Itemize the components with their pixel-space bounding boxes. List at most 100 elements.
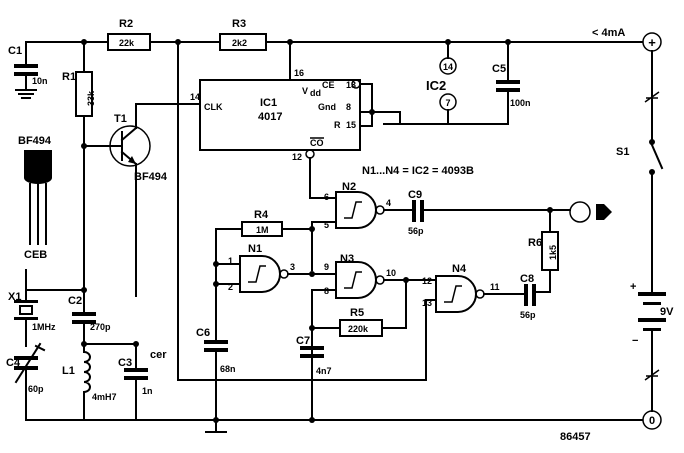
n4-pin-a: 12 (422, 276, 432, 286)
battery-voltage: 9V (660, 306, 674, 318)
n2-pin-b: 5 (324, 220, 329, 230)
ic1-pin14: 14 (190, 92, 200, 102)
battery-branch: S1 + − 9V (616, 50, 674, 412)
nand-gate-n1: N1 1 2 3 (228, 243, 295, 293)
n4-pin-b: 13 (422, 298, 432, 308)
pinout-label: BF494 (18, 135, 52, 147)
ic1-gnd-label: Gnd (318, 102, 336, 112)
ic1-co-label: CO (310, 138, 324, 148)
ic1-pin15: 15 (346, 120, 356, 130)
r4-ref: R4 (254, 209, 269, 221)
ic1-ref: IC1 (260, 97, 277, 109)
wire-break-bottom (644, 369, 660, 381)
x1-value: 1MHz (32, 322, 56, 332)
n1-pin-b: 2 (228, 282, 233, 292)
n1-ref: N1 (248, 243, 262, 255)
inductor-l1: L1 4mH7 (62, 343, 117, 421)
r2-ref: R2 (119, 18, 133, 30)
trimmer-capacitor-c4: C4 60p (6, 342, 46, 394)
c4-ref: C4 (6, 357, 21, 369)
r3-value: 2k2 (232, 38, 247, 48)
n1-pin-y: 3 (290, 262, 295, 272)
supply-plus-label: + (648, 35, 656, 50)
c8-value: 56p (520, 310, 536, 320)
pinout-pins: CEB (24, 249, 47, 261)
l1-ref: L1 (62, 365, 75, 377)
capacitor-c8: C8 56p (520, 273, 536, 320)
n3-pin-a: 9 (324, 262, 329, 272)
capacitor-c2: C2 270p (68, 289, 111, 345)
battery-minus: − (632, 335, 638, 347)
c5-value: 100n (510, 98, 531, 108)
switch-s1: S1 (616, 139, 664, 175)
capacitor-c3: C3 1n cer (118, 343, 167, 421)
transistor-pinout-drawing: BF494 CEB (18, 135, 52, 261)
capacitor-c5: C5 100n (492, 41, 531, 125)
ic1-ce-label: CE (322, 80, 335, 90)
c7-ref: C7 (296, 335, 310, 347)
c7-value: 4n7 (316, 366, 332, 376)
c3-note: cer (150, 349, 167, 361)
ic2-pin14: 14 (443, 62, 453, 72)
output-terminal (569, 201, 612, 223)
n2-ref: N2 (342, 181, 356, 193)
battery-9v: + − 9V (630, 281, 674, 347)
ic1-pin13: 13 (346, 80, 356, 90)
crystal-x1: X1 1MHz (8, 269, 56, 347)
ic2-pin7: 7 (445, 98, 450, 108)
resistor-r5: R5 220k (311, 279, 407, 337)
resistor-r3: R3 2k2 (219, 18, 267, 51)
resistor-r1: R1 33k (62, 41, 96, 291)
wire-break-top (644, 91, 660, 103)
ground-label: 0 (649, 415, 655, 427)
transistor-t1: T1 BF494 (83, 103, 201, 297)
n3-ref: N3 (340, 253, 354, 265)
n1-pin-a: 1 (228, 256, 233, 266)
r3-ref: R3 (232, 18, 246, 30)
r5-ref: R5 (350, 307, 364, 319)
ic2-ref: IC2 (426, 78, 446, 93)
c5-ref: C5 (492, 63, 506, 75)
c4-value: 60p (28, 384, 44, 394)
r4-value: 1M (256, 225, 269, 235)
c3-ref: C3 (118, 357, 132, 369)
t1-ref: T1 (114, 113, 127, 125)
resistor-r6: R6 1k5 (528, 209, 559, 293)
ic1-4017: IC1 4017 CLK V dd CE Gnd R CO 14 16 13 8… (190, 68, 361, 162)
c6-value: 68n (220, 364, 236, 374)
x1-ref: X1 (8, 291, 21, 303)
capacitor-c9: C9 56p (408, 189, 424, 236)
c9-value: 56p (408, 226, 424, 236)
n2-pin-y: 4 (386, 198, 391, 208)
switch-s1-ref: S1 (616, 146, 629, 158)
resistor-r2: R2 22k (107, 18, 151, 51)
n4-pin-y: 11 (490, 282, 500, 292)
ic1-pin16: 16 (294, 68, 304, 78)
ic1-vdd-label: V (302, 86, 308, 96)
ic1-clk-label: CLK (204, 102, 223, 112)
capacitor-c6: C6 68n (196, 327, 236, 433)
ic2-supply-pins: 14 IC2 7 (426, 41, 509, 125)
ic1-r-label: R (334, 120, 341, 130)
r5-value: 220k (348, 324, 369, 334)
supply-current-label: < 4mA (592, 27, 625, 39)
ic1-pin8: 8 (346, 102, 351, 112)
nand-gate-n3: N3 9 8 10 (324, 253, 396, 299)
c9-ref: C9 (408, 189, 422, 201)
r1-ref: R1 (62, 71, 76, 83)
resistor-r4: R4 1M (241, 209, 283, 237)
n3-pin-y: 10 (386, 268, 396, 278)
r6-ref: R6 (528, 237, 542, 249)
c2-value: 270p (90, 322, 111, 332)
t1-value: BF494 (134, 171, 168, 183)
r2-value: 22k (119, 38, 135, 48)
c1-ref: C1 (8, 45, 22, 57)
capacitor-c7: C7 4n7 (296, 335, 332, 376)
r6-value: 1k5 (548, 245, 558, 260)
capacitor-c1: C1 10n (8, 41, 48, 99)
gate-note: N1...N4 = IC2 = 4093B (362, 165, 474, 177)
ic1-pin12: 12 (292, 152, 302, 162)
c8-ref: C8 (520, 273, 534, 285)
l1-value: 4mH7 (92, 392, 117, 402)
